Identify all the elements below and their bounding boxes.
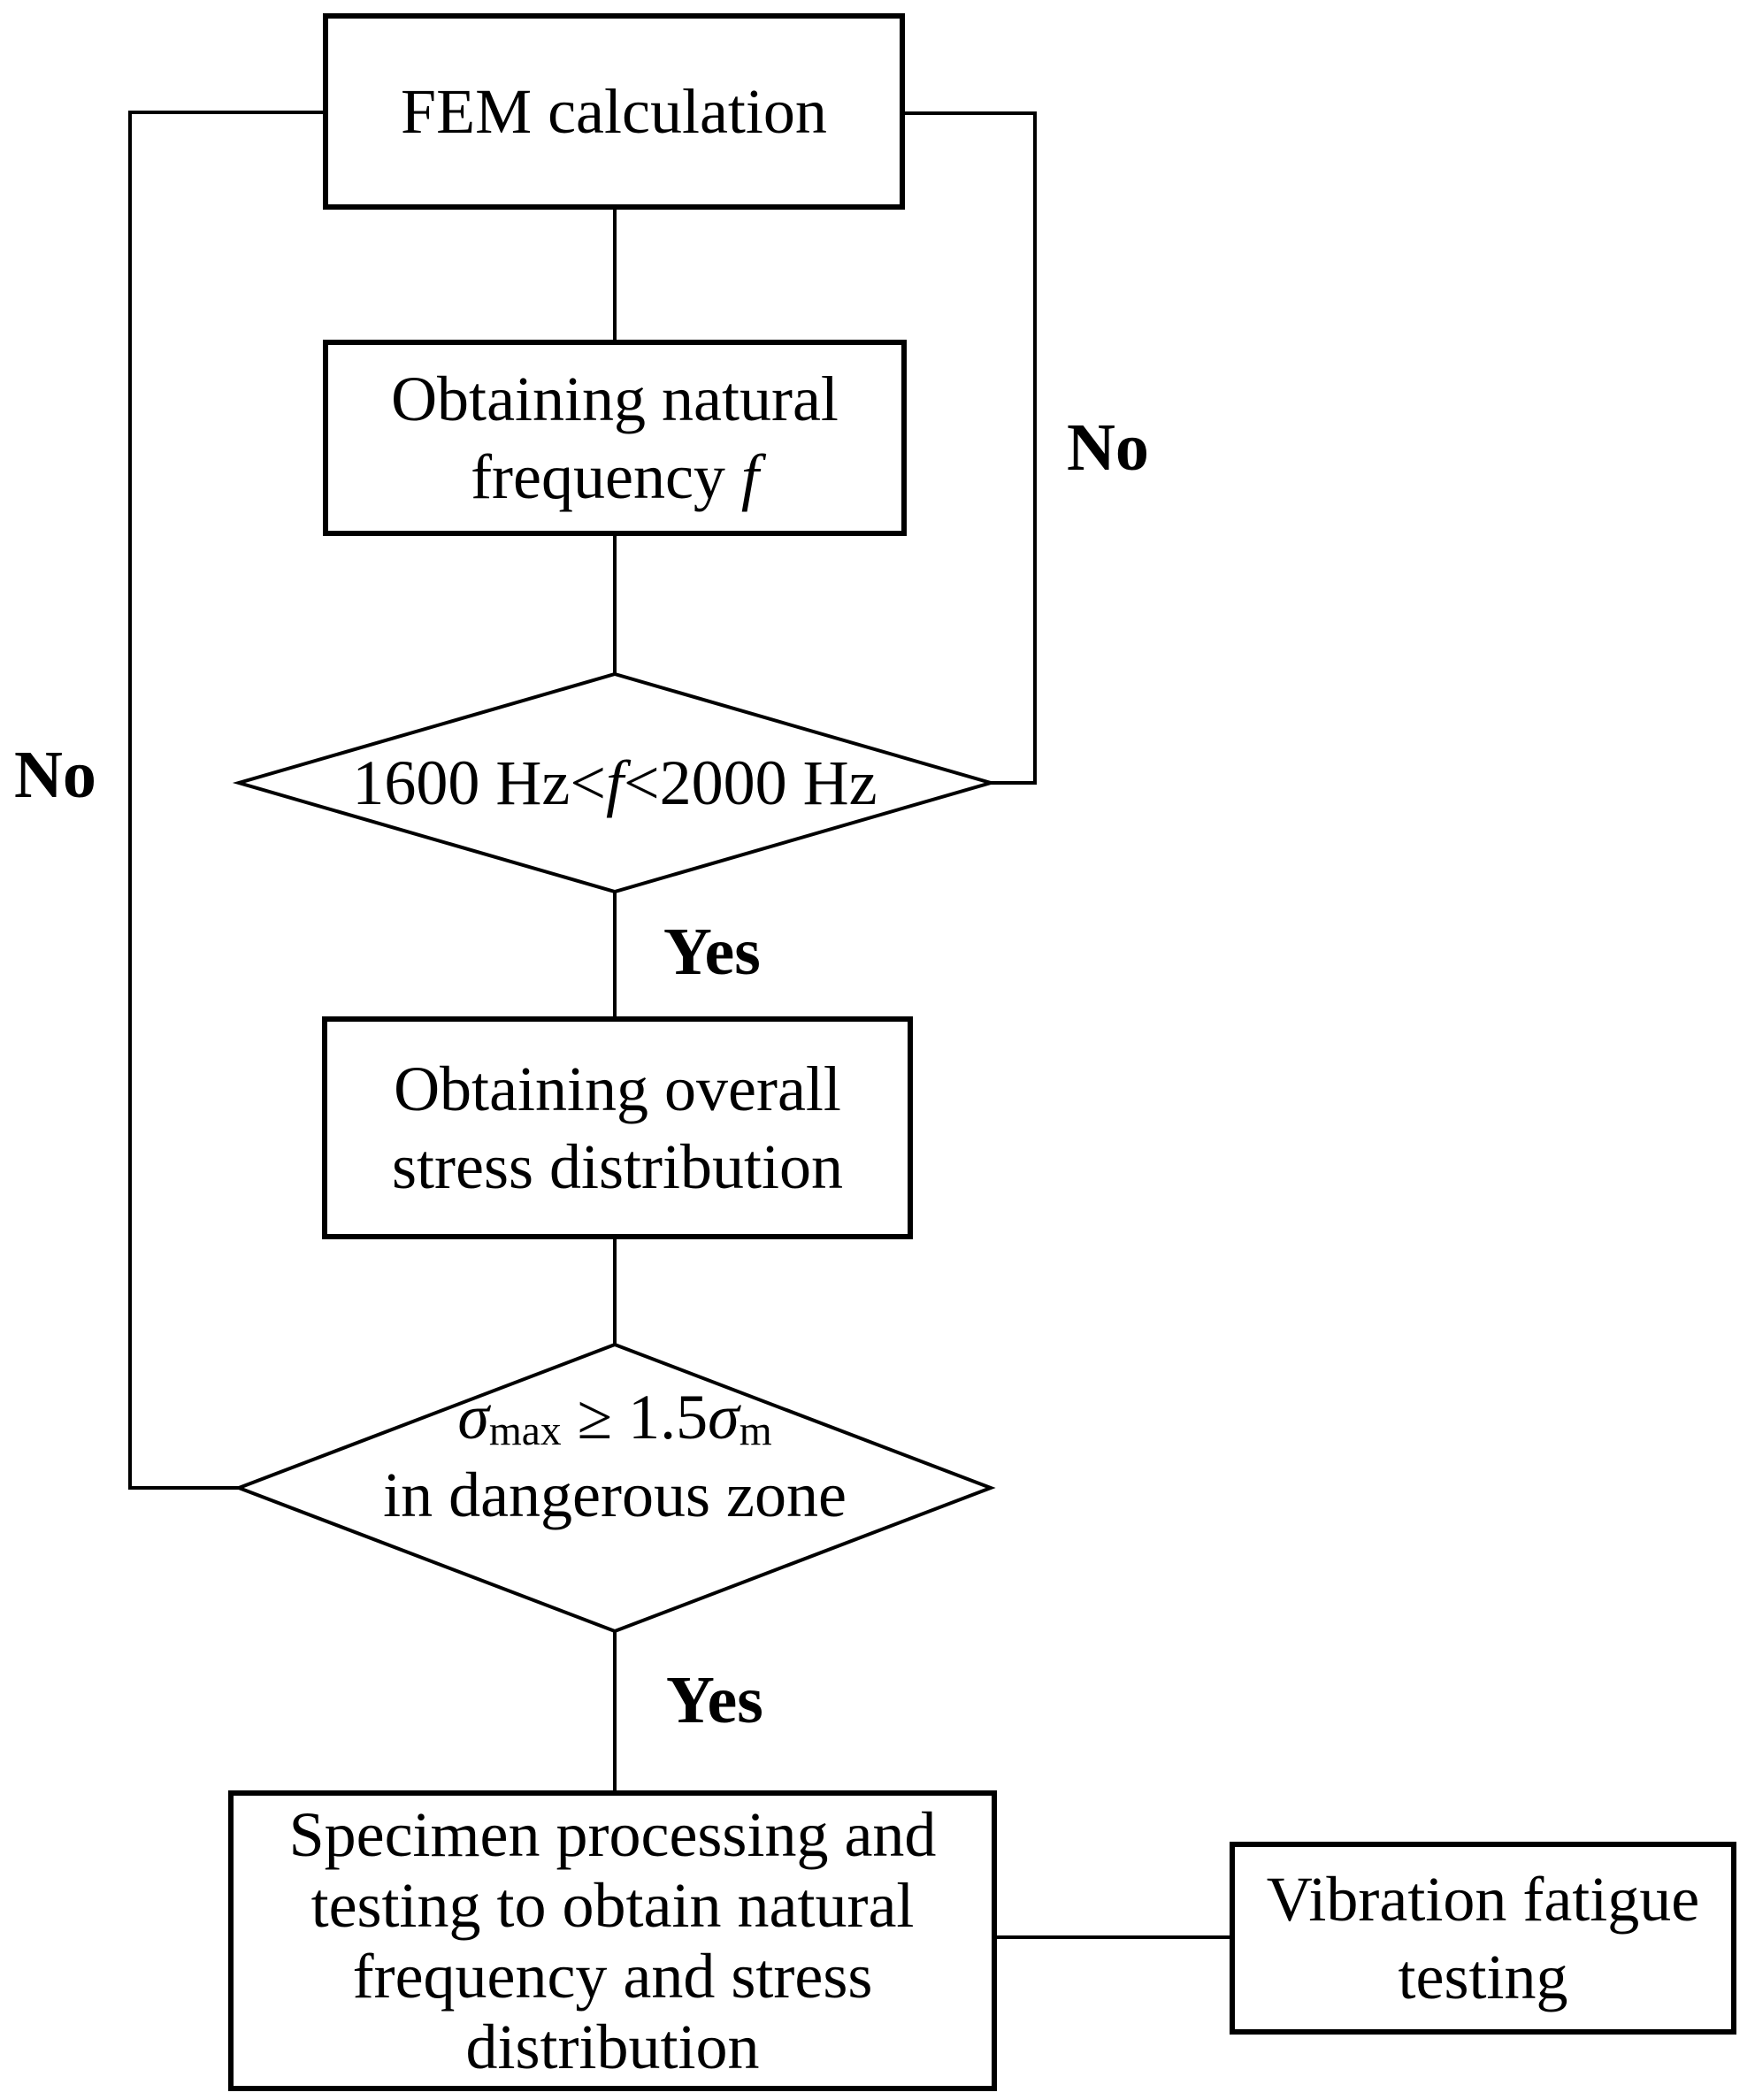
stress-check-diamond	[234, 1342, 996, 1634]
vibration-testing-box: Vibration fatigue testing	[1230, 1842, 1736, 2035]
stress-distribution-line1: Obtaining overall	[394, 1054, 841, 1124]
stress-check-yes-label: Yes	[666, 1663, 763, 1737]
stress-check-no-label: No	[14, 738, 96, 812]
natural-frequency-line2-text: frequency	[471, 441, 741, 512]
natural-frequency-line2: frequency f	[471, 438, 759, 516]
specimen-line3: frequency and stress	[352, 1941, 873, 2012]
connector-no-loop-left	[128, 111, 323, 1490]
freq-check-suffix: <2000 Hz	[624, 747, 878, 818]
sigma-m-symbol: σ	[708, 1382, 740, 1452]
stress-check-line2: in dangerous zone	[383, 1460, 847, 1530]
specimen-processing-box: Specimen processing and testing to obtai…	[228, 1790, 997, 2091]
fem-calculation-label: FEM calculation	[401, 76, 827, 147]
specimen-line2: testing to obtain natural	[310, 1870, 915, 1941]
specimen-line1: Specimen processing and	[288, 1799, 937, 1870]
frequency-variable: f	[740, 441, 759, 512]
stress-distribution-line2: stress distribution	[391, 1131, 843, 1202]
connector-no-loop-right	[905, 111, 1037, 785]
freq-check-diamond	[232, 671, 998, 894]
freq-check-variable: f	[605, 747, 624, 818]
natural-frequency-box: Obtaining natural frequency f	[323, 340, 907, 536]
fem-calculation-box: FEM calculation	[323, 13, 905, 210]
sigma-max-symbol: σ	[457, 1382, 489, 1452]
sigma-m-subscript: m	[739, 1407, 772, 1454]
stress-distribution-box: Obtaining overall stress distribution	[322, 1016, 913, 1239]
stress-check-line1: σmax ≥ 1.5σm	[457, 1378, 771, 1456]
freq-check-yes-label: Yes	[663, 915, 761, 989]
stress-check-condition: σmax ≥ 1.5σm in dangerous zone	[261, 1378, 969, 1534]
freq-check-condition-line: 1600 Hz<f<2000 Hz	[352, 744, 877, 822]
sigma-max-subscript: max	[488, 1407, 562, 1454]
freq-check-condition: 1600 Hz<f<2000 Hz	[305, 744, 924, 822]
freq-check-no-label: No	[1067, 410, 1149, 485]
freq-check-prefix: 1600 Hz<	[352, 747, 606, 818]
specimen-line4: distribution	[465, 2012, 760, 2082]
vibration-line2: testing	[1398, 1942, 1568, 2012]
vibration-line1: Vibration fatigue	[1266, 1864, 1700, 1935]
natural-frequency-line1: Obtaining natural	[391, 364, 839, 434]
stress-comparison: ≥ 1.5	[561, 1382, 709, 1452]
